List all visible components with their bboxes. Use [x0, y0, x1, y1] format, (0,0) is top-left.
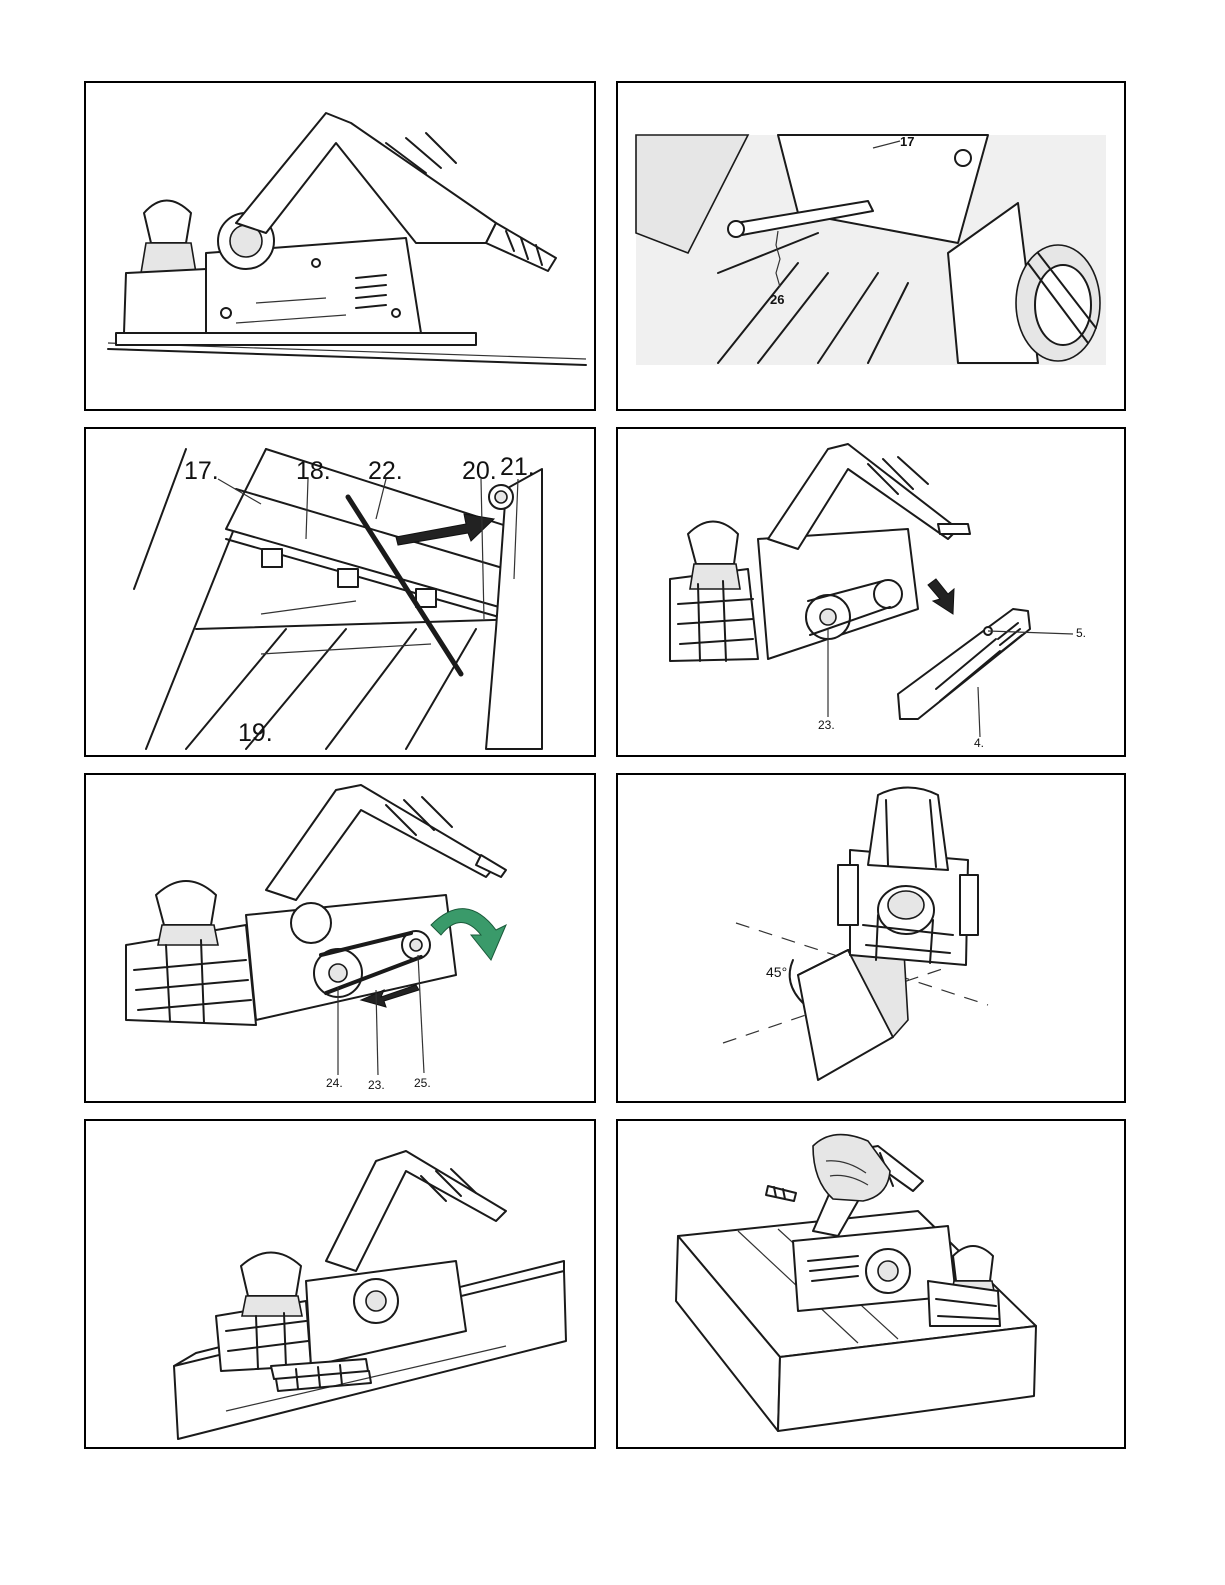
- label-21: 21.: [500, 455, 535, 480]
- label-24: 24.: [326, 1077, 343, 1089]
- figure-panel-1: [84, 81, 596, 411]
- angle-guide-illustration: [618, 775, 1126, 1103]
- planing-edge-illustration: [86, 1121, 596, 1449]
- figure-panel-2: 17 26: [616, 81, 1126, 411]
- figure-panel-6: 45°: [616, 773, 1126, 1103]
- label-19: 19.: [238, 721, 273, 746]
- planing-top-illustration: [618, 1121, 1126, 1449]
- label-25: 25.: [414, 1077, 431, 1089]
- figure-panel-5: 24. 23. 25.: [84, 773, 596, 1103]
- belt-tension-illustration: [86, 775, 596, 1103]
- planer-side-view-illustration: [86, 83, 596, 411]
- label-45-degrees: 45°: [766, 965, 787, 979]
- belt-cover-removal-illustration: [618, 429, 1126, 757]
- label-23: 23.: [818, 719, 835, 731]
- label-17: 17.: [184, 459, 219, 484]
- figure-panel-7: [84, 1119, 596, 1449]
- label-26: 26: [770, 293, 784, 306]
- label-23: 23.: [368, 1079, 385, 1091]
- figure-panel-3: 17. 18. 22. 20. 21. 19.: [84, 427, 596, 757]
- label-22: 22.: [368, 459, 403, 484]
- blade-holder-wrench-illustration: [618, 83, 1126, 411]
- label-20: 20.: [462, 459, 497, 484]
- label-18: 18.: [296, 459, 331, 484]
- label-17: 17: [900, 135, 914, 148]
- label-5: 5.: [1076, 627, 1086, 639]
- figure-panel-8: [616, 1119, 1126, 1449]
- label-4: 4.: [974, 737, 984, 749]
- figure-panel-4: 5. 23. 4.: [616, 427, 1126, 757]
